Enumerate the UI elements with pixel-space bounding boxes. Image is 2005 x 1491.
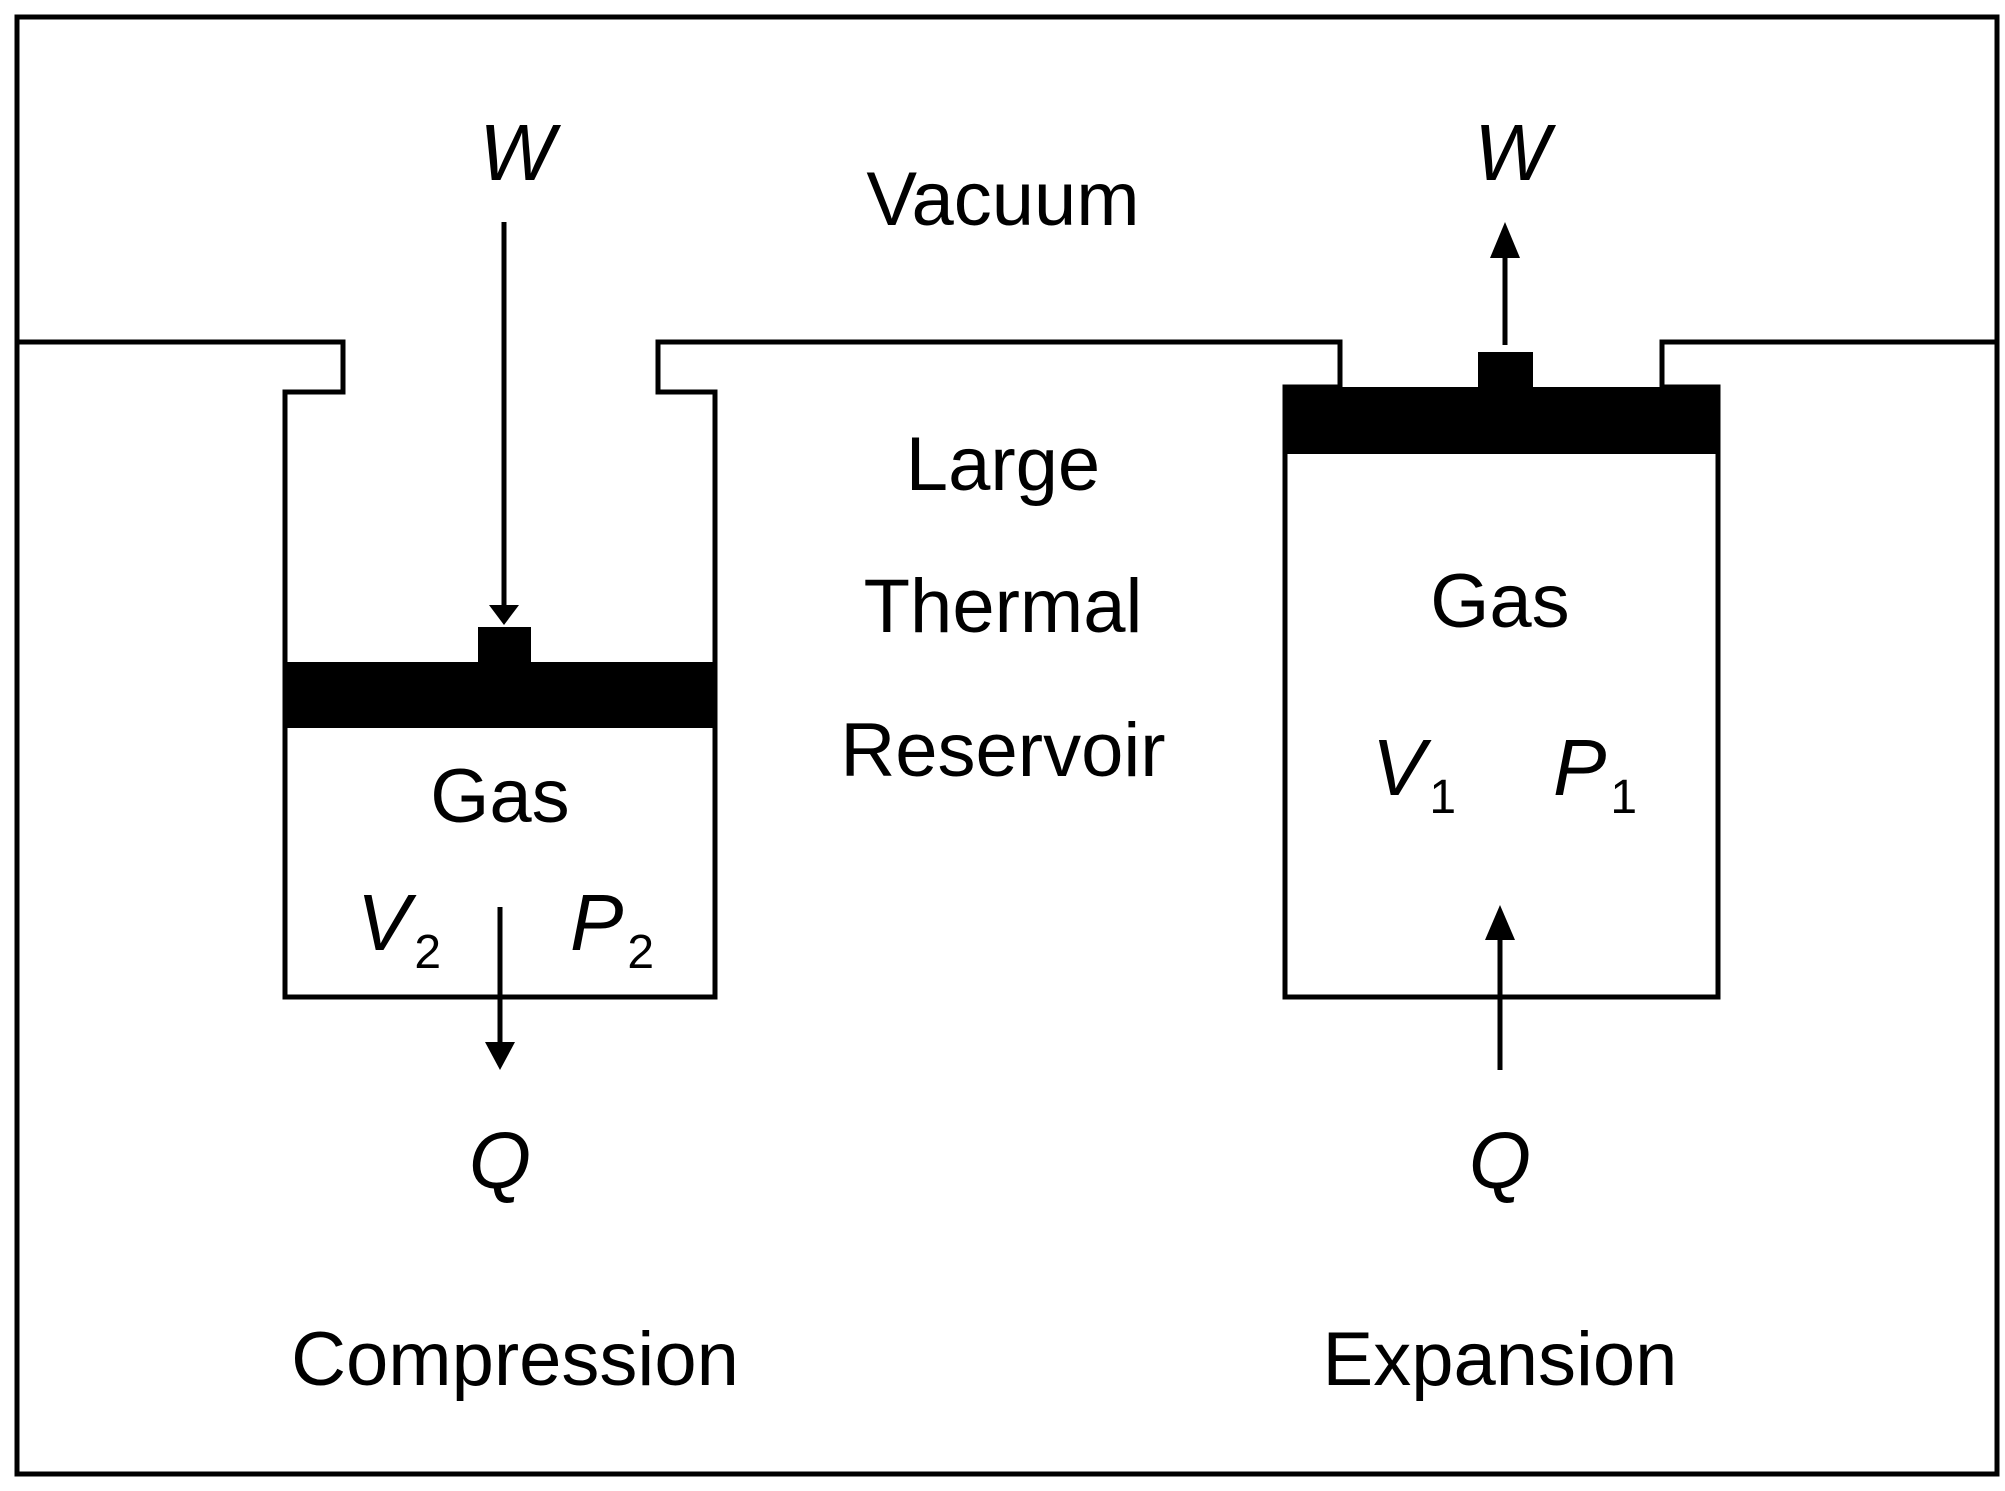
compression-volume-label: V2 xyxy=(357,878,441,979)
compression-work-arrowhead xyxy=(489,605,519,625)
expansion-work-arrowhead xyxy=(1490,222,1520,258)
expansion-piston-rod xyxy=(1478,352,1533,389)
reservoir-label-line-2: Thermal xyxy=(864,564,1143,649)
expansion-piston xyxy=(1285,387,1718,454)
compression-piston-rod xyxy=(478,627,531,664)
outer-frame xyxy=(14,14,2000,1477)
compression-cylinder xyxy=(285,222,715,1070)
expansion-caption: Expansion xyxy=(1323,1317,1678,1402)
expansion-gas-label: Gas xyxy=(1430,559,1569,644)
compression-pressure-symbol: P xyxy=(570,878,623,967)
compression-gas-label: Gas xyxy=(430,754,569,839)
compression-caption: Compression xyxy=(291,1317,739,1402)
expansion-pressure-label: P1 xyxy=(1553,723,1637,824)
expansion-pressure-subscript: 1 xyxy=(1610,771,1637,824)
compression-volume-symbol: V xyxy=(357,878,417,967)
expansion-volume-subscript: 1 xyxy=(1429,771,1456,824)
expansion-volume-symbol: V xyxy=(1372,723,1432,812)
expansion-heat-symbol: Q xyxy=(1469,1116,1531,1205)
expansion-volume-label: V1 xyxy=(1372,723,1456,824)
compression-volume-subscript: 2 xyxy=(414,926,441,979)
expansion-cylinder xyxy=(1285,222,1718,1070)
compression-work-symbol: W xyxy=(479,108,561,197)
vacuum-label: Vacuum xyxy=(866,157,1139,242)
compression-piston xyxy=(285,662,715,728)
compression-pressure-label: P2 xyxy=(570,878,654,979)
compression-heat-symbol: Q xyxy=(469,1116,531,1205)
reservoir-label-line-1: Large xyxy=(906,422,1100,507)
expansion-work-symbol: W xyxy=(1474,108,1556,197)
reservoir-label-line-3: Reservoir xyxy=(840,708,1165,793)
compression-heat-arrowhead xyxy=(485,1042,515,1070)
expansion-heat-arrowhead xyxy=(1485,905,1515,940)
compression-pressure-subscript: 2 xyxy=(627,926,654,979)
expansion-pressure-symbol: P xyxy=(1553,723,1606,812)
